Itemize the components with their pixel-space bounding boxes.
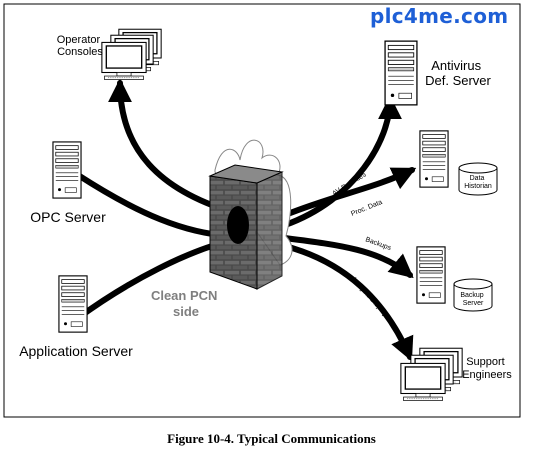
clean-pcn-label: Clean PCN side (151, 288, 221, 319)
firewall (208, 139, 293, 290)
arrow-to-support-engineers (282, 243, 414, 362)
flow-label-proc-data: Proc. Data (350, 199, 383, 218)
backup-server-label: Backup Server (460, 292, 485, 307)
data-historian-icon (419, 130, 498, 196)
arrow-to-historian (282, 167, 417, 218)
figure-frame (3, 3, 521, 418)
firewall-top (208, 164, 284, 184)
backup-server-icon (416, 246, 493, 312)
operator-consoles-label: Operator Consoles (57, 34, 104, 58)
flow-label-analysis-displays: Analysis Displays (350, 276, 392, 322)
arrow-to-operator-consoles (108, 78, 235, 215)
line-application-server (75, 238, 233, 321)
opc-server-icon (52, 141, 82, 199)
arrow-to-antivirus (282, 95, 402, 228)
data-historian-label: Data Historian (464, 175, 492, 190)
figure-caption: Figure 10-4. Typical Communications (167, 431, 376, 446)
firewall-side (256, 171, 283, 290)
operator-consoles-icon (101, 28, 162, 81)
antivirus-label: Antivirus Def. Server (425, 58, 491, 88)
arrow-to-backup-server (282, 235, 414, 279)
application-server-icon (58, 275, 88, 333)
antivirus-server-icon (384, 40, 418, 106)
support-engineers-label: Support Engineers (462, 356, 512, 381)
application-server-label: Application Server (19, 343, 133, 359)
firewall-hole (227, 206, 249, 244)
opc-server-label: OPC Server (30, 209, 106, 225)
watermark: plc4me.com (370, 4, 509, 28)
flow-label-backups: Backups (364, 236, 392, 252)
